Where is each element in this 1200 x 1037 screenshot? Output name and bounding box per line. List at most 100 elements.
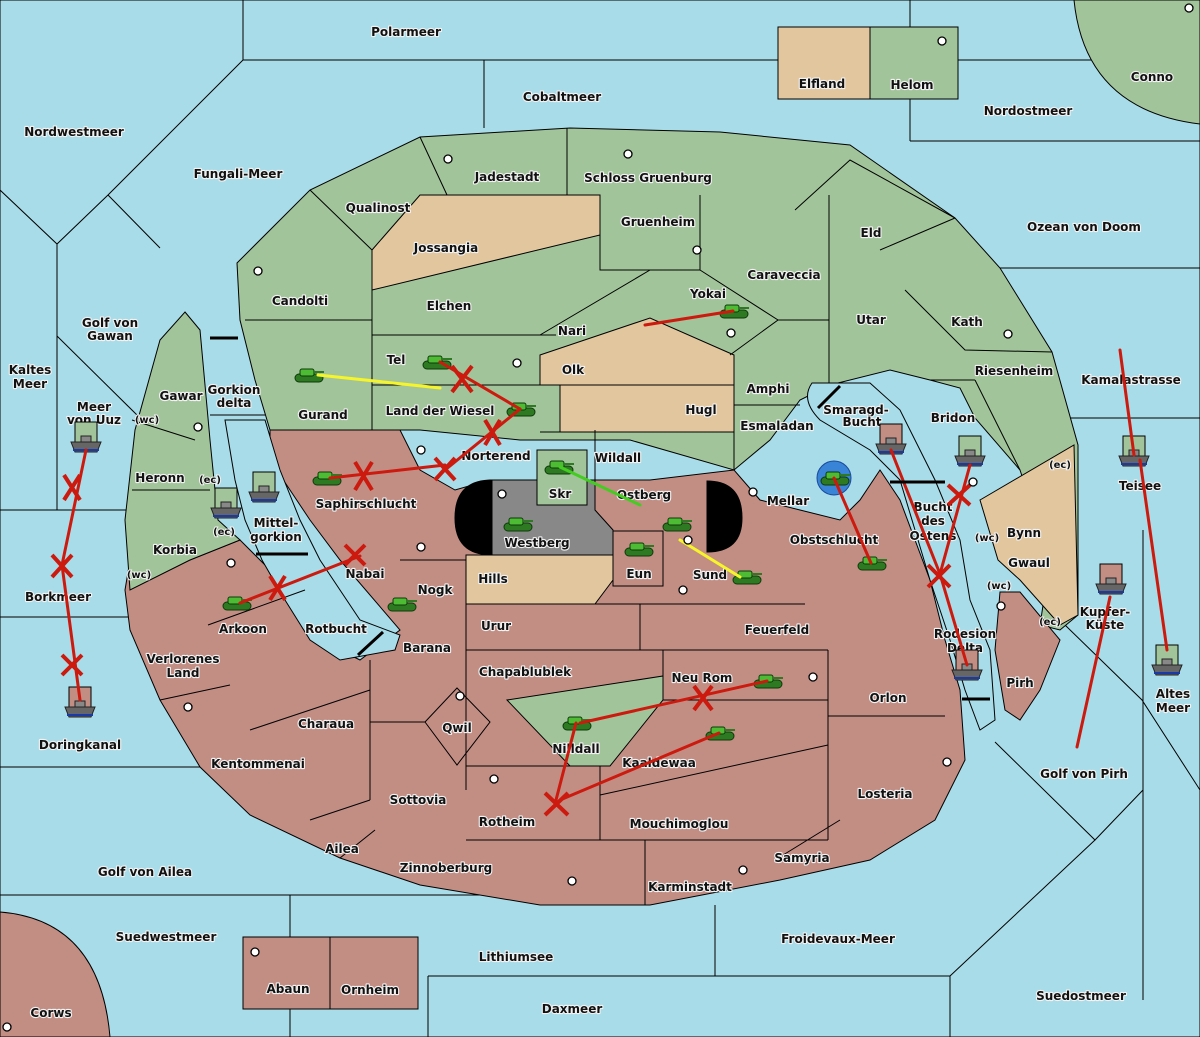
sea-label[interactable]: gorkion — [249, 529, 303, 545]
sea-label[interactable]: Meer — [1155, 700, 1191, 716]
coast-tag-label[interactable]: (ec) — [1048, 459, 1072, 472]
province-label[interactable]: Eun — [625, 566, 652, 582]
sea-label[interactable]: Gorkion — [206, 382, 261, 398]
fleet-ship-icon[interactable] — [954, 435, 986, 467]
province-label[interactable]: Riesenheim — [974, 363, 1055, 379]
province-label[interactable]: Esmaladan — [739, 418, 815, 434]
coast-tag-label[interactable]: (wc) — [134, 414, 160, 427]
province-label[interactable]: Ailea — [324, 841, 360, 857]
province-conno[interactable] — [1073, 0, 1200, 125]
army-tank-icon[interactable] — [503, 517, 533, 532]
province-label[interactable]: Helom — [889, 77, 934, 93]
province-label[interactable]: Jadestadt — [473, 169, 541, 185]
province-label[interactable]: Nari — [557, 323, 587, 339]
sea-label[interactable]: Fungali-Meer — [193, 166, 284, 182]
fleet-ship-icon[interactable] — [1151, 644, 1183, 676]
sea-label[interactable]: Doringkanal — [38, 737, 122, 753]
province-label[interactable]: Candolti — [271, 293, 329, 309]
sea-label[interactable]: Borkmeer — [24, 589, 92, 605]
province-label[interactable]: Obstschlucht — [789, 532, 880, 548]
sea-label[interactable]: Mittel- — [253, 515, 300, 531]
sea-label[interactable]: Suedostmeer — [1035, 988, 1127, 1004]
province-label[interactable]: Bridon — [930, 410, 977, 426]
province-label[interactable]: Ornheim — [340, 982, 400, 998]
province-label[interactable]: Caraveccia — [746, 267, 822, 283]
army-tank-icon[interactable] — [294, 368, 324, 383]
province-label[interactable]: Gawar — [158, 388, 203, 404]
sea-label[interactable]: Kamalastrasse — [1080, 372, 1182, 388]
province-label[interactable]: Orlon — [868, 690, 907, 706]
province-label[interactable]: Conno — [1130, 69, 1175, 85]
province-bynn-gwaul[interactable] — [979, 444, 1079, 626]
province-label[interactable]: Hills — [477, 571, 509, 587]
sea-label[interactable]: Cobaltmeer — [522, 89, 603, 105]
sea-label[interactable]: Ostens — [908, 528, 957, 544]
province-label[interactable]: Elfland — [798, 76, 847, 92]
province-label[interactable]: Saphirschlucht — [315, 496, 418, 512]
province-label[interactable]: Westberg — [503, 535, 570, 551]
fleet-ship-icon[interactable] — [248, 471, 280, 503]
province-label[interactable]: Jossangia — [412, 240, 480, 256]
province-label[interactable]: Norterend — [460, 448, 531, 464]
province-label[interactable]: Kentommenai — [210, 756, 306, 772]
province-label[interactable]: Land — [165, 665, 200, 681]
sea-label[interactable]: Nordostmeer — [983, 103, 1074, 119]
province-label[interactable]: Neu Rom — [670, 670, 733, 686]
sea-label[interactable]: Polarmeer — [370, 24, 442, 40]
coast-tag-label[interactable]: (wc) — [974, 532, 1000, 545]
province-label[interactable]: Rotheim — [478, 814, 537, 830]
sea-label[interactable]: delta — [216, 395, 253, 411]
sea-label[interactable]: Smaragd- — [822, 402, 890, 418]
army-tank-icon[interactable] — [562, 716, 592, 731]
province-label[interactable]: Barana — [402, 640, 452, 656]
sea-label[interactable]: des — [920, 513, 946, 529]
fleet-ship-icon[interactable] — [1095, 563, 1127, 595]
province-label[interactable]: Gurand — [297, 407, 349, 423]
fleet-ship-icon[interactable] — [70, 421, 102, 453]
province-label[interactable]: Corws — [29, 1005, 72, 1021]
army-tank-icon[interactable] — [624, 542, 654, 557]
army-tank-icon[interactable] — [662, 517, 692, 532]
army-tank-icon[interactable] — [387, 597, 417, 612]
coast-tag-label[interactable]: (ec) — [212, 526, 236, 539]
province-label[interactable]: Feuerfeld — [744, 622, 811, 638]
sea-label[interactable]: Lithiumsee — [478, 949, 555, 965]
sea-label[interactable]: Teisee — [1118, 478, 1162, 494]
province-label[interactable]: Amphi — [745, 381, 790, 397]
sea-label[interactable]: Meer — [76, 399, 112, 415]
province-label[interactable]: Gruenheim — [620, 214, 696, 230]
province-label[interactable]: Losteria — [856, 786, 913, 802]
province-label[interactable]: Wildall — [594, 450, 643, 466]
sea-label[interactable]: Suedwestmeer — [115, 929, 218, 945]
coast-tag-label[interactable]: (wc) — [126, 569, 152, 582]
province-label[interactable]: Olk — [561, 362, 587, 378]
province-label[interactable]: Karminstadt — [647, 879, 733, 895]
coast-tag-label[interactable]: (wc) — [986, 580, 1012, 593]
province-label[interactable]: Sottovia — [389, 792, 448, 808]
province-label[interactable]: Verlorenes — [145, 651, 220, 667]
sea-label[interactable]: Kaltes — [8, 362, 53, 378]
province-label[interactable]: Bynn — [1006, 525, 1042, 541]
sea-label[interactable]: Bucht — [912, 499, 954, 515]
province-label[interactable]: Ostberg — [616, 487, 673, 503]
sea-label[interactable]: Golf von Pirh — [1039, 766, 1129, 782]
province-label[interactable]: Hugl — [684, 402, 717, 418]
province-label[interactable]: Arkoon — [218, 621, 268, 637]
army-tank-icon[interactable] — [312, 471, 342, 486]
province-label[interactable]: Nogk — [416, 582, 454, 598]
province-label[interactable]: Yokai — [688, 286, 727, 302]
sea-label[interactable]: Altes — [1155, 686, 1192, 702]
province-corws[interactable] — [0, 911, 111, 1037]
sea-label[interactable]: Golf von Ailea — [97, 864, 193, 880]
province-label[interactable]: Abaun — [265, 981, 310, 997]
province-label[interactable]: Kath — [950, 314, 984, 330]
province-label[interactable]: Qwil — [441, 720, 473, 736]
sea-label[interactable]: Bucht — [841, 414, 883, 430]
coast-tag-label[interactable]: (ec) — [198, 474, 222, 487]
province-label[interactable]: Schloss Gruenburg — [583, 170, 713, 186]
province-label[interactable]: Chapablublek — [478, 664, 573, 680]
province-label[interactable]: Charaua — [297, 716, 355, 732]
province-label[interactable]: Qualinost — [345, 200, 412, 216]
province-label[interactable]: Korbia — [152, 542, 198, 558]
